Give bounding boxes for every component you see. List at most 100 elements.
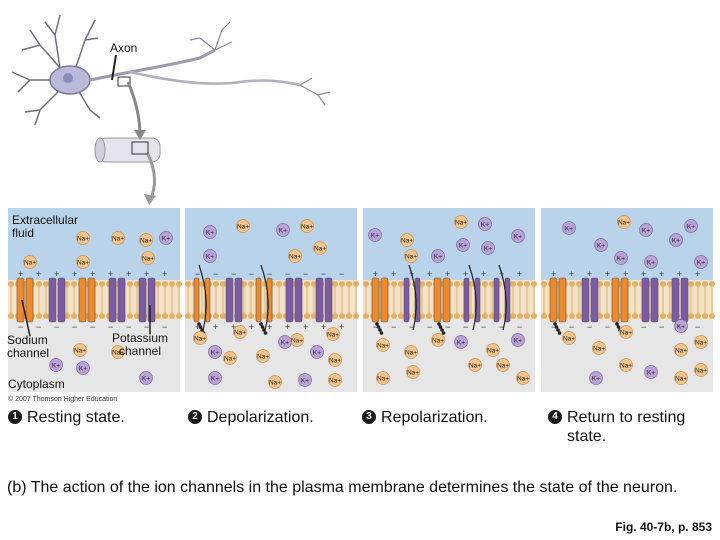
ion-flow-arrow [498,264,507,331]
svg-text:−: − [569,322,574,332]
sodium-ion [141,251,155,265]
potassium-ion-label: K+ [206,230,214,237]
potassium-ion [562,221,576,235]
sodium-channel [193,277,200,323]
figure-caption: (b) The action of the ion channels in th… [7,479,678,496]
potassium-ion [614,251,628,265]
sodium-ion-label: Na+ [517,376,529,383]
potassium-ion-label: K+ [459,243,467,250]
potassium-ion-label: K+ [687,224,695,231]
membrane-panels: +−+−+−+−+−+−+−+−+−Na+Na+Na+Na+Na+K+Na+Na… [8,208,715,392]
sodium-ion [328,353,342,367]
sodium-ion [288,249,302,263]
sodium-ion-label: Na+ [487,348,499,355]
svg-text:−: − [641,322,646,332]
potassium-ion-label: K+ [281,340,289,347]
potassium-channel [294,277,303,323]
sodium-ion-label: Na+ [695,368,707,375]
svg-text:+: + [587,269,592,279]
sodium-ion-label: Na+ [593,346,605,353]
svg-text:−: − [90,322,95,332]
sodium-ion-label: Na+ [377,343,389,350]
potassium-ion [203,249,217,263]
sodium-ion-label: Na+ [405,350,417,357]
sodium-ion [268,375,282,389]
sodium-ion-label: Na+ [377,376,389,383]
svg-text:+: + [373,269,378,279]
sodium-ion [300,219,314,233]
sodium-ion [328,373,342,387]
svg-text:−: − [126,322,131,332]
svg-text:+: + [641,269,646,279]
sodium-ion-label: Na+ [77,236,89,243]
potassium-channel [680,277,689,323]
sodium-ion [76,255,90,269]
svg-text:+: + [303,322,308,332]
potassium-ion-label: K+ [481,222,489,229]
potassium-ion [456,238,470,252]
sodium-ion [619,358,633,372]
potassium-ion [208,345,222,359]
svg-text:+: + [285,322,290,332]
potassium-ion [76,361,90,375]
potassium-ion [511,229,525,243]
svg-text:−: − [551,322,556,332]
potassium-ion-label: K+ [211,350,219,357]
potassium-ion [684,219,698,233]
potassium-ion [511,333,525,347]
potassium-ion [674,319,688,333]
potassium-channel [493,277,500,323]
svg-text:+: + [517,269,522,279]
cytoplasm-label: Cytoplasm [8,377,65,391]
potassium-ion-label: K+ [371,233,379,240]
svg-text:−: − [36,322,41,332]
svg-text:+: + [427,269,432,279]
potassium-channel [108,277,117,323]
sodium-ion-label: Na+ [401,238,413,245]
sodium-ion [76,231,90,245]
svg-text:+: + [195,322,200,332]
sodium-ion-label: Na+ [327,332,339,339]
sodium-ion [111,345,125,359]
svg-text:+: + [481,269,486,279]
svg-text:−: − [517,322,522,332]
sodium-ion-label: Na+ [291,338,303,345]
potassium-ion [694,255,708,269]
svg-text:+: + [126,269,131,279]
sodium-ion-label: Na+ [405,254,417,261]
svg-text:+: + [36,269,41,279]
svg-text:+: + [90,269,95,279]
potassium-channel-label: Potassium channel [112,331,169,358]
potassium-ion-label: K+ [301,378,309,385]
potassium-ion [669,233,683,247]
potassium-ion-label: K+ [647,260,655,267]
svg-text:+: + [695,269,700,279]
sodium-ion-label: Na+ [432,338,444,345]
potassium-ion [208,371,222,385]
potassium-ion [368,228,382,242]
axon-label: Axon [110,41,138,55]
sodium-ion [617,215,631,229]
svg-text:−: − [267,269,272,279]
potassium-channel [147,277,156,323]
potassium-ion [644,365,658,379]
svg-text:−: − [409,322,414,332]
svg-text:−: − [427,322,432,332]
potassium-ion-label: K+ [52,363,60,370]
svg-text:+: + [249,322,254,332]
step-number: 2 [188,410,202,424]
sodium-ion [404,249,418,263]
sodium-ion [290,333,304,347]
potassium-channel [225,277,234,323]
sodium-channel [442,277,451,323]
potassium-ion-label: K+ [434,254,442,261]
svg-text:−: − [72,322,77,332]
membrane-panel-2: −+−+−+−+−+−+−+−+−+K+Na+K+Na+Na+K+Na+Na+N… [185,208,359,392]
sodium-ion-label: Na+ [314,246,326,253]
sodium-ion-label: Na+ [620,363,632,370]
ion-flow-arrow [260,264,269,331]
svg-text:+: + [551,269,556,279]
sodium-ion [431,333,445,347]
potassium-ion-label: K+ [514,234,522,241]
sodium-ion [256,349,270,363]
